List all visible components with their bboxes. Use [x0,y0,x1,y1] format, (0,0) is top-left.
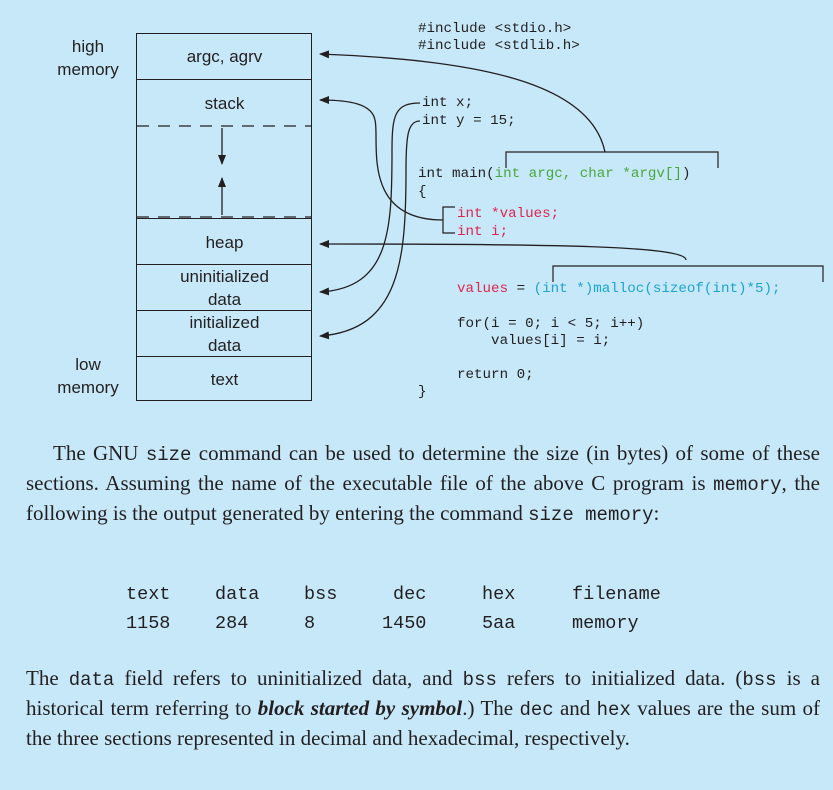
p2-text-4: is a historical term referring to [26,666,820,720]
p2-text-1: The [26,666,69,690]
low-memory-label: low memory [48,353,128,399]
text-segment: text [137,356,312,402]
argv-brace [505,151,719,168]
assign-lhs: values [457,281,509,297]
heap-segment: heap [137,218,312,265]
uninitialized-data-label-line1: uninitialized [180,267,269,286]
stack-segment-label: stack [204,93,245,113]
header-filename: filename [572,584,661,605]
p2-text-6: and [553,696,597,720]
value-hex: 5aa [482,613,516,634]
high-memory-label-line1: high [71,37,105,56]
int-y-to-initialized-arrow [319,120,421,340]
open-brace: { [418,184,427,200]
int-x-to-uninitialized-arrow [319,102,421,296]
header-hex: hex [482,584,516,605]
p2-emphasis: block started by symbol [257,696,463,720]
p1-text-2: command can be used to determine the siz… [26,441,820,495]
value-dec: 1450 [382,613,427,634]
header-bss: bss [304,584,338,605]
size-command-paragraph: The GNU size command can be used to dete… [26,439,820,529]
return-line: return 0; [457,367,534,383]
close-brace: } [418,384,427,400]
high-memory-label: high memory [48,35,128,81]
include-stdio-line: #include <stdio.h> [418,21,572,37]
header-data: data [215,584,260,605]
locals-bracket [442,206,455,234]
heap-segment-label: heap [205,232,244,252]
p2-code-hex: hex [596,699,631,721]
p2-text-2: field refers to uninitialized data, and [114,666,463,690]
p2-code-bss-2: bss [742,669,777,691]
local-values-line: int *values; [457,206,560,222]
argc-segment-label: argc, agrv [186,46,263,66]
argc-segment: argc, agrv [137,33,312,79]
size-output-table: text data bss dec hex filename 1158 284 … [0,584,833,644]
low-memory-label-line2: memory [57,378,119,397]
for-line: for(i = 0; i < 5; i++) [457,316,645,332]
p1-text-4: : [653,501,660,525]
p1-text-3: , the following is the output generated … [26,471,820,525]
initialized-data-label-line1: initialized [189,313,260,332]
main-signature-line: int main(int argc, char *argv[]) [418,165,690,183]
stack-segment: stack [137,79,312,126]
header-dec: dec [393,584,427,605]
uninitialized-data-label-line2: data [207,290,242,309]
p2-code-data: data [68,669,115,691]
value-filename: memory [572,613,639,634]
argv-to-argc-arrow [319,50,606,153]
low-memory-label-line1: low [75,355,101,374]
text-segment-label: text [210,370,239,389]
diagram-connectors [137,50,824,340]
local-i-line: int i; [457,224,509,240]
high-memory-label-line2: memory [57,60,119,79]
header-text: text [126,584,171,605]
global-y-line: int y = 15; [422,113,516,129]
p2-code-bss: bss [462,669,497,691]
initialized-data-label-line2: data [207,336,242,355]
locals-to-stack-arrow [319,96,444,221]
p2-text-7: values are the sum of the three sections… [26,696,820,750]
value-data: 284 [215,613,249,634]
p1-code-size: size [145,444,192,466]
value-text: 1158 [126,613,171,634]
main-prefix: int main( [418,166,495,182]
malloc-to-heap-arrow [319,240,687,261]
assign-eq: = [508,281,534,297]
for-body-line: values[i] = i; [457,333,611,349]
include-stdlib-line: #include <stdlib.h> [418,38,580,54]
initialized-data-segment: initialized data [137,310,312,357]
global-x-line: int x; [422,95,474,111]
p2-code-dec: dec [519,699,554,721]
uninitialized-data-segment: uninitialized data [137,264,312,311]
main-args: int argc, char *argv[] [494,166,682,182]
main-suffix: ) [681,166,691,182]
p1-code-memory: memory [713,474,782,496]
malloc-brace [552,265,824,282]
assign-rhs: (int *)malloc(sizeof(int)*5); [533,281,781,297]
p2-text-3: refers to initialized data. ( [496,666,743,690]
p1-code-size-memory: size memory [528,504,654,526]
value-bss: 8 [304,613,316,634]
p2-text-5: .) The [462,696,520,720]
data-bss-paragraph: The data field refers to uninitialized d… [26,664,820,752]
p1-text-1: The GNU [53,441,146,465]
malloc-line: values = (int *)malloc(sizeof(int)*5); [457,280,781,298]
